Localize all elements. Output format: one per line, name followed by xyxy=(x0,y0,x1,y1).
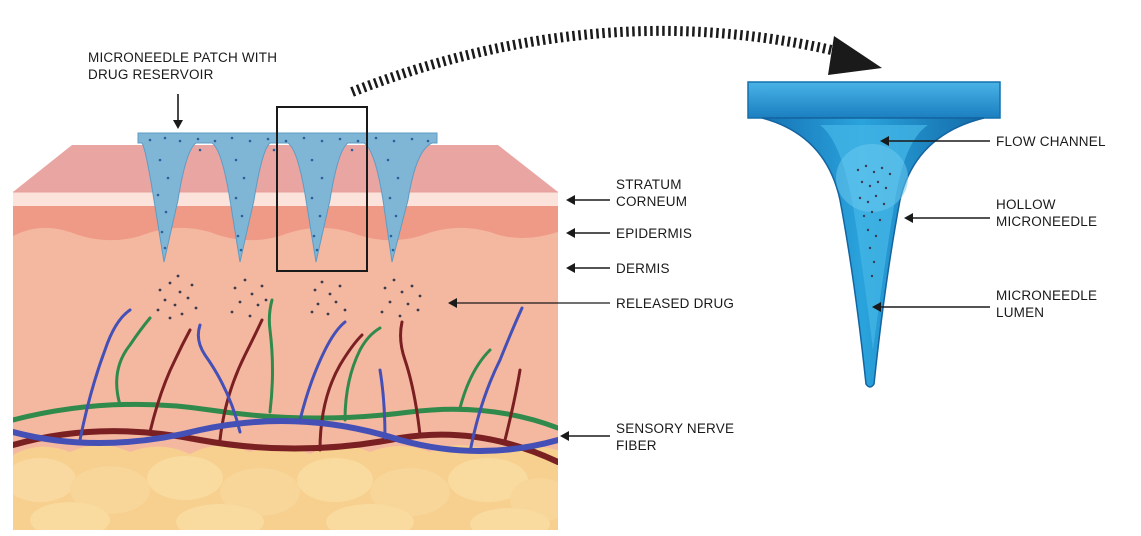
hollow-microneedle-label: HOLLOW MICRONEEDLE xyxy=(996,196,1097,230)
needle-cap xyxy=(748,82,1000,118)
released-drug-label: RELEASED DRUG xyxy=(616,295,734,312)
subcutaneous-fat-layer xyxy=(4,445,570,531)
stratum-corneum-layer xyxy=(13,192,558,206)
microneedle-lumen-label: MICRONEEDLE LUMEN xyxy=(996,287,1097,321)
patch-label: MICRONEEDLE PATCH WITH DRUG RESERVOIR xyxy=(88,49,277,83)
epidermis-label: EPIDERMIS xyxy=(616,225,692,242)
flow-channel-label: FLOW CHANNEL xyxy=(996,133,1106,150)
skin-top-surface xyxy=(13,145,558,192)
skin-block xyxy=(4,145,570,531)
dermis-label: DERMIS xyxy=(616,260,670,277)
sensory-nerve-label: SENSORY NERVE FIBER xyxy=(616,420,734,454)
stratum-corneum-label: STRATUM CORNEUM xyxy=(616,176,687,210)
flow-channel-bubble xyxy=(836,144,908,212)
hollow-microneedle-enlarged xyxy=(748,82,1000,387)
